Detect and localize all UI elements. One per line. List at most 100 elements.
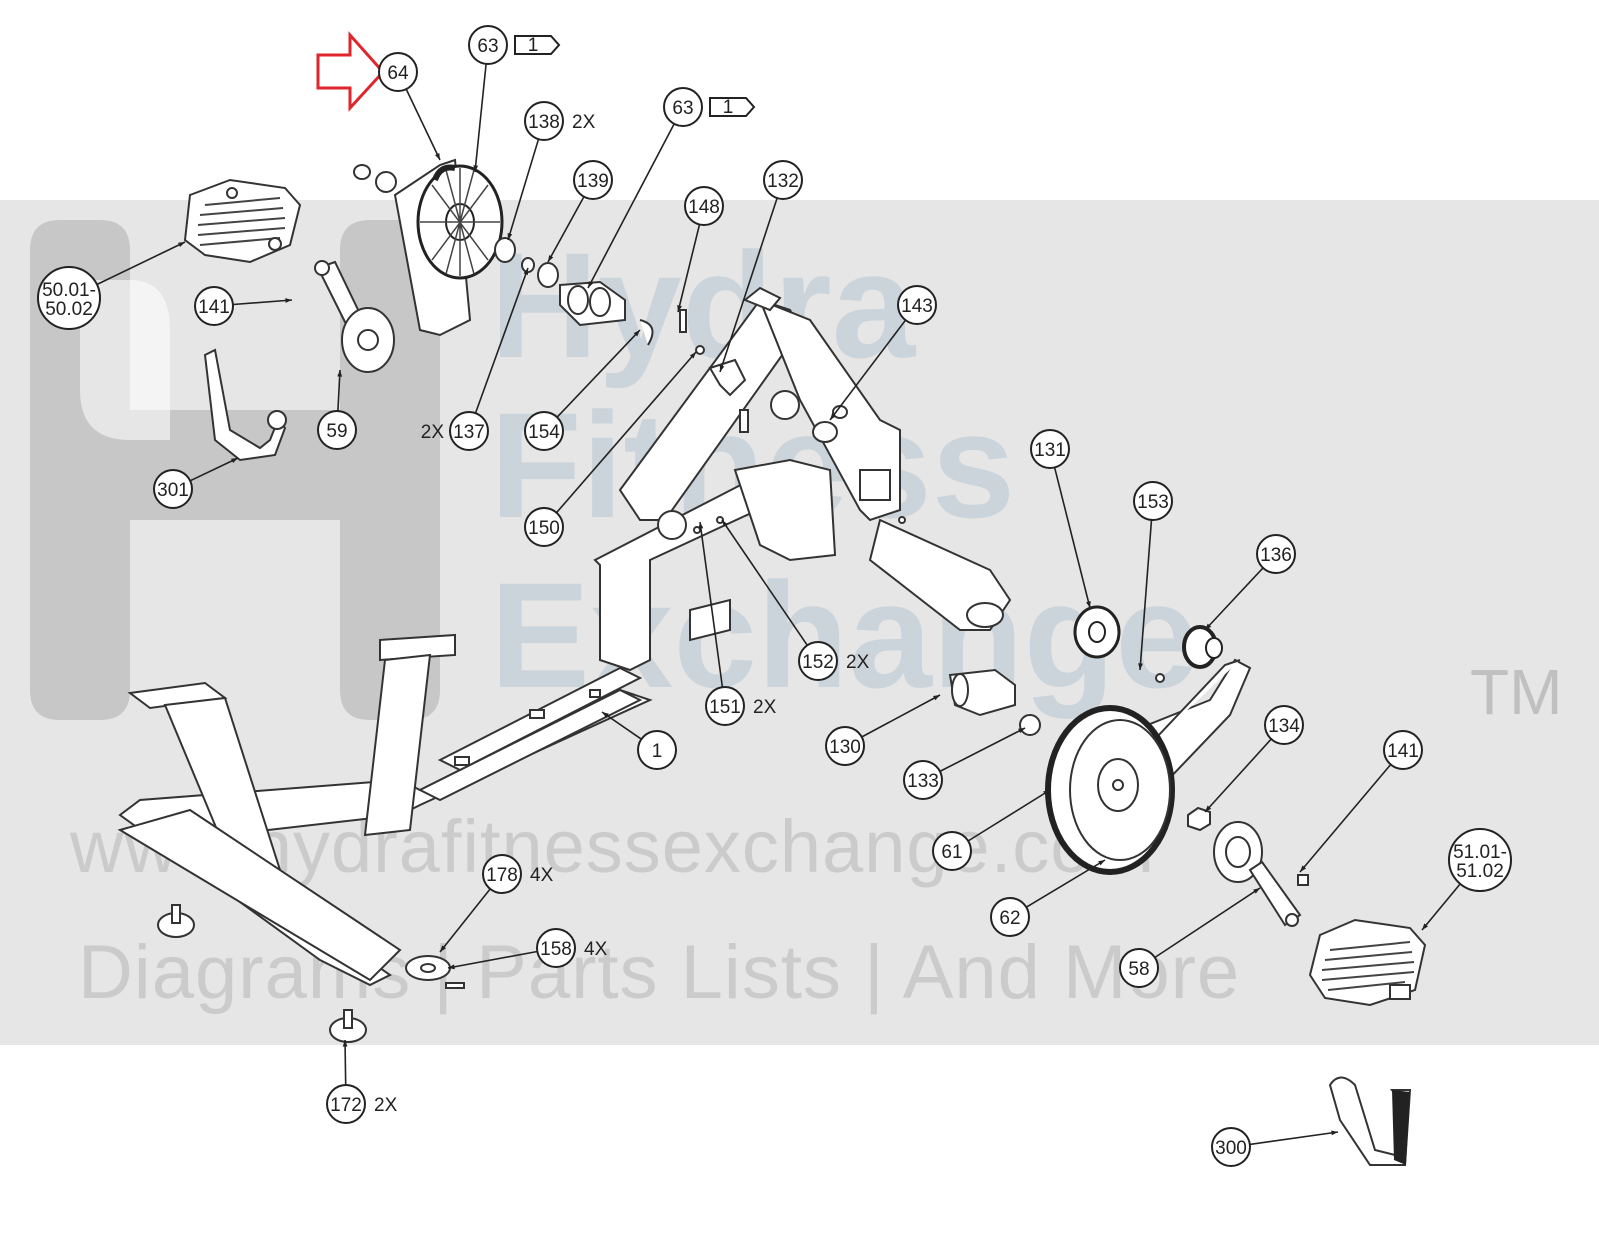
callout-label: 138 [528,112,560,133]
leader-arrowhead-icon [440,945,446,952]
leader-arrowhead-icon [342,1040,348,1047]
callout-bubble [326,1084,366,1124]
leader-arrowhead-icon [933,695,940,701]
callout-bubble [1256,534,1296,574]
left-pedal [183,178,302,264]
leader-arrowhead-icon [548,255,554,262]
callout-158: 158 [536,928,576,968]
callout-63: 63 [468,25,508,65]
watermark-h-logo [30,220,440,720]
callout-bubble [705,686,745,726]
callout-50-01-50-02: 50.01-50.02 [37,266,101,330]
callout-133: 133 [903,760,943,800]
bracket [708,358,749,433]
leader-arrowhead-icon [178,242,185,247]
callout-bubble [573,160,613,200]
callout-label: 134 [1268,716,1300,737]
callout-62: 62 [990,897,1030,937]
leader-arrowhead-icon [473,165,479,172]
leader-arrowhead-icon [1098,860,1105,866]
callout-bubble [798,641,838,681]
leader-line [405,88,441,161]
leader-line [507,138,540,241]
leader-line [829,319,907,421]
quantity-label: 4X [530,865,554,886]
callout-label: 158 [540,939,572,960]
callout-139: 139 [573,160,613,200]
leader-line [447,950,538,969]
callout-label: 51.02 [1456,861,1504,882]
quantity-label: 2X [753,697,777,718]
callout-label: 150 [528,518,560,539]
leader-line [556,329,641,418]
callout-153: 153 [1133,481,1173,521]
callout-63: 63 [663,87,703,127]
leader-line [474,267,529,414]
leader-line [337,369,341,412]
leader-arrowhead-icon [830,413,836,420]
callout-label: 152 [802,652,834,673]
callout-label: 58 [1128,959,1149,980]
callout-bubble [153,469,193,509]
leader-line [939,727,1026,773]
callout-59: 59 [317,410,357,450]
callout-301: 301 [153,469,193,509]
leader-arrowhead-icon [1018,728,1025,734]
callout-141: 141 [194,286,234,326]
leader-arrowhead-icon [1205,805,1212,812]
callout-label: 300 [1215,1138,1247,1159]
watermark-tagline: Diagrams | Parts Lists | And More [78,930,1241,1015]
callout-bubble [903,760,943,800]
quantity-label: 2X [572,112,596,133]
callout-label: 136 [1260,545,1292,566]
leader-line [1299,763,1392,873]
leader-arrowhead-icon [1086,601,1091,608]
callout-143: 143 [897,285,937,325]
leader-line [439,888,491,953]
callout-154: 154 [524,411,564,451]
callout-138: 138 [524,101,564,141]
leader-line [1249,1131,1339,1146]
leader-line [1025,859,1106,908]
flywheel-assembly [353,158,504,337]
leader-line [861,694,941,738]
rear-axle [948,668,1041,736]
callout-label: 151 [709,697,741,718]
leader-arrowhead-icon [285,298,292,303]
leader-line [474,63,487,173]
callout-51-01-51-02: 51.01-51.02 [1448,828,1512,892]
leader-arrowhead-icon [1331,1130,1338,1136]
leader-line [189,457,239,482]
leader-arrowhead-icon [719,365,725,372]
callout-bubble [37,266,101,330]
leader-arrowhead-icon [1300,865,1307,872]
callout-bubble [524,411,564,451]
leader-lines [96,63,1461,1146]
callout-label: 130 [829,737,861,758]
revision-flag-icon [514,35,561,55]
leader-arrowhead-icon [231,458,238,463]
callout-label: 137 [453,422,485,443]
leader-arrowhead-icon [507,233,513,240]
callout-bubble [536,928,576,968]
callout-label: 143 [901,296,933,317]
leader-line [1204,567,1264,631]
leader-arrowhead-icon [698,522,704,529]
callout-bubble [1264,705,1304,745]
leader-arrowhead-icon [1205,623,1212,630]
frame-fasteners [454,516,906,766]
callout-bubble [1383,730,1423,770]
leader-line [677,224,701,313]
callout-152: 152 [798,641,838,681]
callout-label: 133 [907,771,939,792]
leader-arrowhead-icon [633,330,640,337]
callout-bubble [524,507,564,547]
callout-bubble [194,286,234,326]
leader-line [96,241,186,286]
callout-bubble [684,186,724,226]
left-foot-strap [203,348,287,462]
callout-172: 172 [326,1084,366,1124]
callout-label: 139 [577,171,609,192]
